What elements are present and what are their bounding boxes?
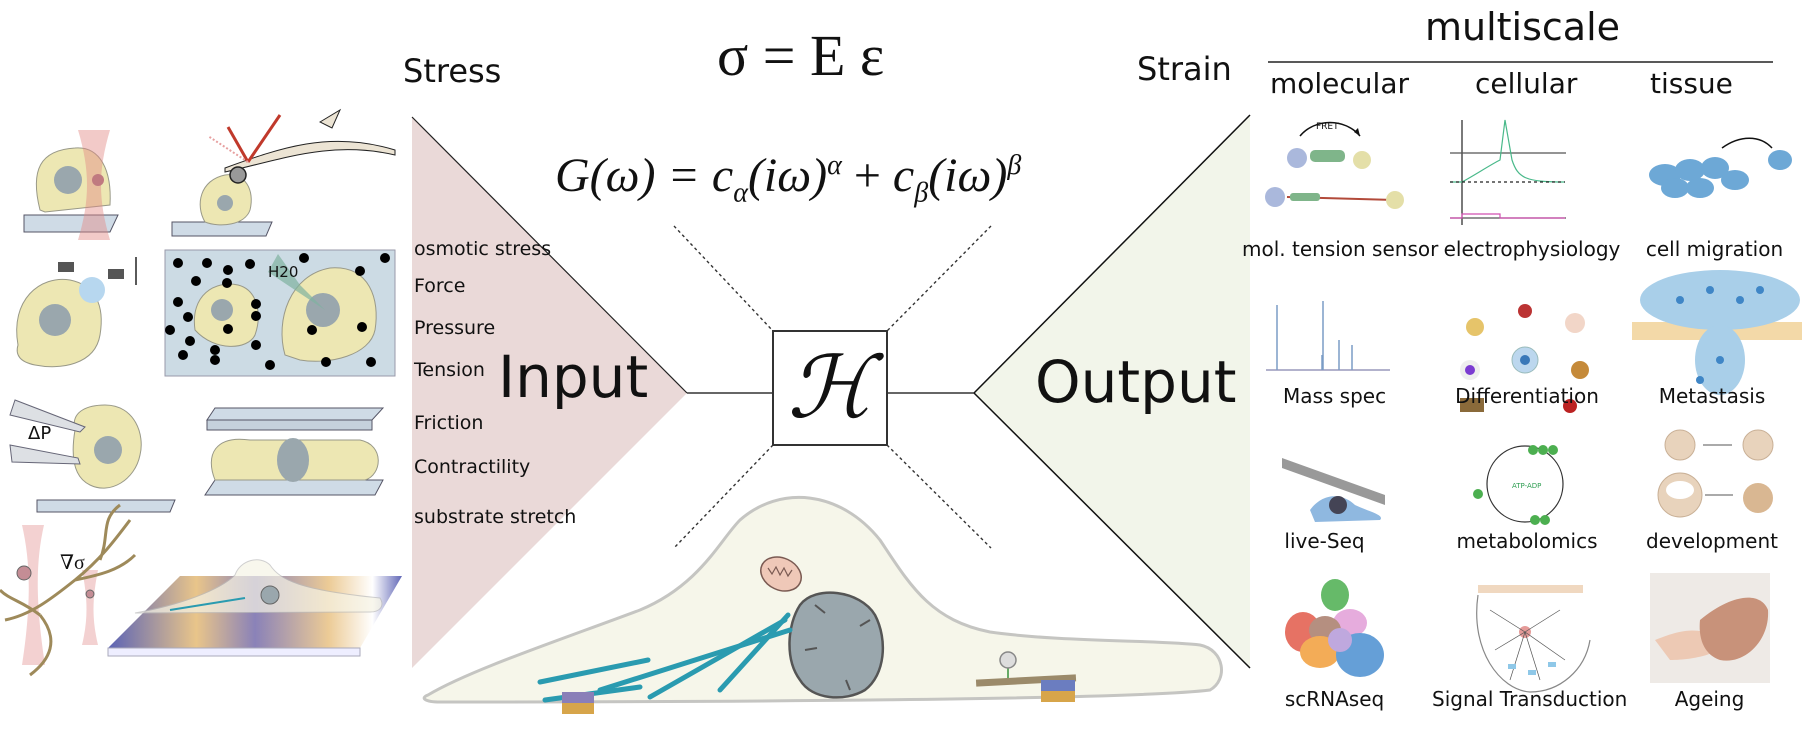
- dotted-line-tl: [673, 225, 774, 332]
- output-development: development: [1646, 529, 1778, 553]
- development-thumbnail: [1657, 429, 1774, 518]
- live-seq-thumbnail: [1282, 458, 1385, 522]
- strain-label: Strain: [1137, 50, 1232, 88]
- output-triangle-edge-bottom: [973, 392, 1251, 669]
- osmotic-water-label: H20: [268, 263, 299, 281]
- output-metabolomics: metabolomics: [1456, 529, 1598, 553]
- stimulus-osmotic-stress: osmotic stress: [414, 238, 552, 260]
- scrnaseq-thumbnail: [1285, 579, 1384, 677]
- magnetic-tweezers-illustration: [16, 257, 137, 368]
- formula-coef-1: c: [711, 149, 734, 202]
- ageing-photo: [1650, 573, 1770, 683]
- stimulus-tension: Tension: [414, 359, 485, 381]
- output-mass-spec: Mass spec: [1282, 384, 1387, 408]
- differentiation-thumbnail: [1460, 304, 1589, 413]
- formula-sub-1: α: [733, 177, 748, 209]
- focal-adhesion-right-stripe: [1041, 691, 1075, 702]
- afm-illustration: [171, 108, 396, 237]
- formula-base-1: (iω): [747, 149, 828, 202]
- input-triangle-edge: [411, 116, 688, 394]
- output-label: Output: [1035, 348, 1237, 416]
- atp-adp-cycle-label: ATP-ADP: [1512, 482, 1541, 490]
- nucleus-folds: [804, 604, 871, 691]
- scale-cellular: cellular: [1475, 67, 1578, 100]
- stimulus-pressure: Pressure: [414, 317, 496, 339]
- output-triangle-edge-top: [973, 114, 1251, 394]
- output-cell-migration: cell migration: [1645, 237, 1784, 261]
- fret-label: FRET: [1316, 122, 1339, 132]
- output-metastasis: Metastasis: [1658, 384, 1766, 408]
- formula-coef-2: c: [892, 149, 915, 202]
- formula-lhs: G(ω) =: [555, 149, 712, 202]
- hookes-law: σ = E ε: [717, 23, 885, 88]
- output-ageing: Ageing: [1674, 687, 1745, 711]
- metastasis-thumbnail: [1632, 270, 1802, 395]
- metabolomics-thumbnail: ATP-ADP: [1473, 445, 1564, 525]
- formula-exp-1: α: [827, 150, 842, 181]
- mass-spec-thumbnail: [1266, 301, 1390, 371]
- electrophysiology-thumbnail: [1450, 119, 1566, 225]
- stimulus-friction: Friction: [414, 412, 484, 434]
- model-formula: G(ω) = cα(iω)α + cβ(iω)β: [555, 148, 1021, 210]
- scale-tissue: tissue: [1650, 67, 1733, 100]
- signal-transduction-thumbnail: [1476, 585, 1591, 693]
- output-live-seq: live-Seq: [1284, 529, 1365, 553]
- aspiration-illustration: [9, 399, 176, 513]
- output-signal-transduction: Signal Transduction: [1432, 687, 1628, 711]
- output-differentiation: Differentiation: [1455, 384, 1599, 408]
- stimulus-contractility: Contractility: [414, 456, 531, 478]
- output-mol-tension-sensor: mol. tension sensor: [1242, 237, 1439, 261]
- formula-exp-2: β: [1007, 150, 1022, 181]
- formula-sub-2: β: [914, 177, 929, 209]
- scale-molecular: molecular: [1270, 67, 1410, 100]
- output-scrnaseq: scRNAseq: [1284, 687, 1385, 711]
- focal-adhesion-left-stripe: [562, 703, 594, 714]
- ecm-fiber: [975, 674, 1077, 687]
- output-electrophysiology: electrophysiology: [1443, 237, 1621, 261]
- nucleus: [788, 591, 885, 699]
- input-label: Input: [498, 343, 649, 411]
- operator-symbol: ℋ: [787, 340, 873, 436]
- fret-sensor-thumbnail: [1265, 121, 1404, 209]
- cell-illustration: [422, 495, 1223, 714]
- neuron-illustration: [0, 503, 137, 677]
- substrate-stretch-illustration: [107, 559, 402, 657]
- gradient-stress-label: ∇σ: [60, 552, 85, 574]
- aspiration-pressure-label: ΔP: [28, 423, 52, 444]
- formula-plus: +: [841, 149, 893, 202]
- formula-base-2: (iω): [928, 149, 1008, 202]
- dotted-line-tr: [886, 225, 992, 332]
- cell-migration-thumbnail: [1649, 137, 1792, 198]
- optical-trap-illustration: [23, 130, 119, 240]
- parallel-plates-illustration: [204, 407, 385, 496]
- osmotic-panel: [164, 249, 396, 377]
- output-triangle: [974, 115, 1250, 668]
- multiscale-title: multiscale: [1425, 5, 1621, 49]
- dotted-line-br: [886, 444, 992, 549]
- input-triangle: [412, 117, 687, 668]
- osmolyte-dots: [165, 253, 390, 370]
- stress-label: Stress: [403, 52, 502, 90]
- operator-box: [772, 330, 888, 446]
- stimulus-force: Force: [414, 275, 466, 297]
- probe-bead: [999, 651, 1017, 669]
- stimulus-substrate-stretch: substrate stretch: [414, 506, 577, 528]
- mitochondrion-cristae: [767, 565, 793, 578]
